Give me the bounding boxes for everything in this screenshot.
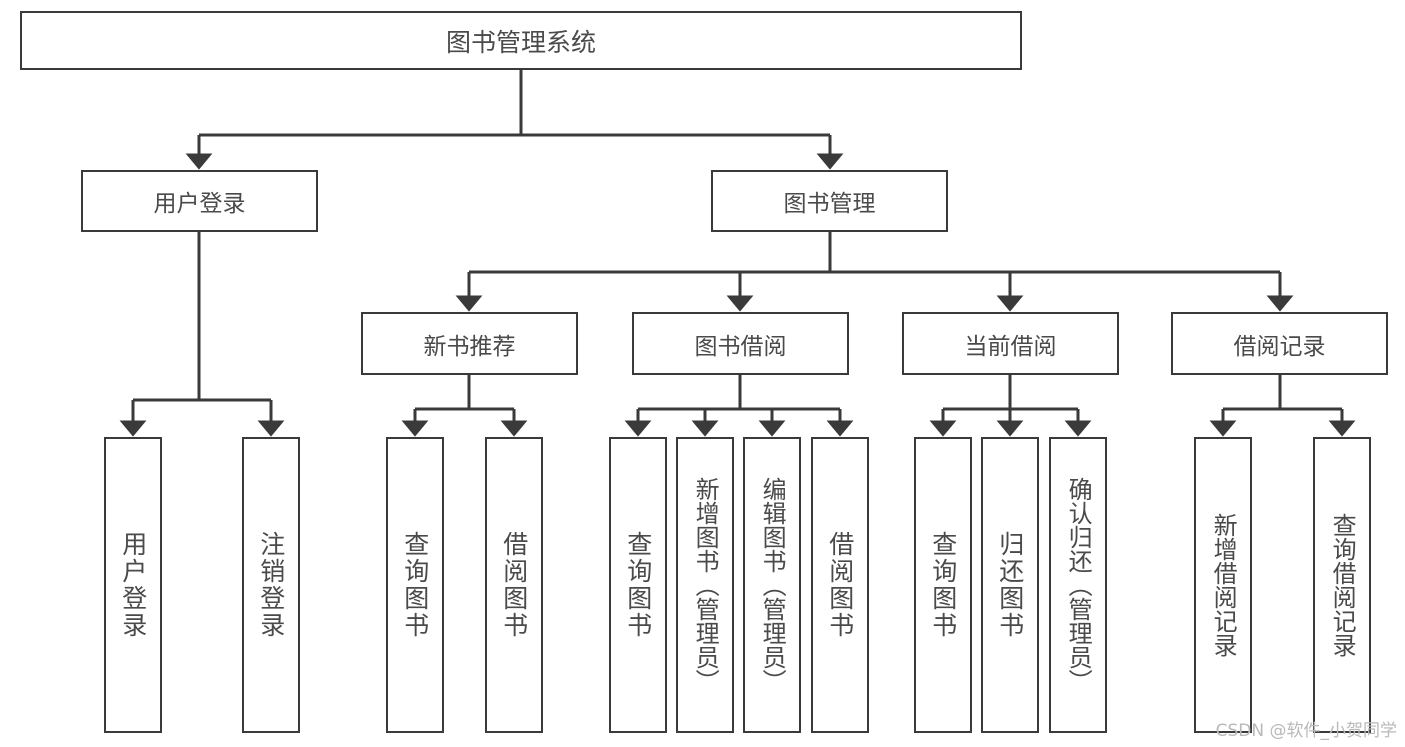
leaf-user-login[interactable]: 用户登录 (104, 437, 162, 733)
leaf-add-borrow-record[interactable]: 新增借阅记录 (1194, 437, 1252, 733)
leaf-label: 注销登录 (256, 531, 286, 639)
leaf-label: 查询图书 (400, 531, 430, 639)
leaf-query-book-new[interactable]: 查询图书 (386, 437, 444, 733)
leaf-label: 编辑图书（管理员） (758, 477, 787, 693)
node-label: 新书推荐 (423, 333, 516, 360)
leaf-label: 查询图书 (928, 531, 958, 639)
node-current-borrow[interactable]: 当前借阅 (902, 312, 1119, 375)
node-label: 图书管理 (783, 191, 876, 217)
node-label: 图书借阅 (694, 333, 787, 360)
leaf-label: 借阅图书 (499, 531, 529, 639)
node-user-login[interactable]: 用户登录 (81, 170, 318, 232)
leaf-label: 新增借阅记录 (1209, 513, 1238, 657)
leaf-label: 新增图书（管理员） (691, 477, 720, 693)
leaf-confirm-return-admin[interactable]: 确认归还（管理员） (1049, 437, 1107, 733)
leaf-label: 用户登录 (118, 531, 148, 639)
leaf-label: 借阅图书 (825, 531, 855, 639)
node-new-book-recommend[interactable]: 新书推荐 (361, 312, 578, 375)
leaf-query-borrow-record[interactable]: 查询借阅记录 (1313, 437, 1371, 733)
leaf-borrow-book[interactable]: 借阅图书 (811, 437, 869, 733)
node-label: 借阅记录 (1233, 333, 1326, 360)
watermark-text: CSDN @软件_小贺同学 (1215, 721, 1397, 741)
node-borrow-record[interactable]: 借阅记录 (1171, 312, 1388, 375)
leaf-label: 查询图书 (623, 531, 653, 639)
node-label: 图书管理系统 (445, 27, 596, 57)
node-label: 用户登录 (153, 191, 246, 217)
node-book-borrow[interactable]: 图书借阅 (632, 312, 849, 375)
node-root-system[interactable]: 图书管理系统 (20, 11, 1022, 70)
leaf-label: 查询借阅记录 (1328, 513, 1357, 657)
leaf-query-book-borrow[interactable]: 查询图书 (609, 437, 667, 733)
leaf-query-book-current[interactable]: 查询图书 (914, 437, 972, 733)
leaf-return-book[interactable]: 归还图书 (981, 437, 1039, 733)
leaf-add-book-admin[interactable]: 新增图书（管理员） (676, 437, 734, 733)
leaf-edit-book-admin[interactable]: 编辑图书（管理员） (743, 437, 801, 733)
leaf-logout[interactable]: 注销登录 (242, 437, 300, 733)
node-label: 当前借阅 (964, 333, 1057, 360)
node-book-management[interactable]: 图书管理 (711, 170, 948, 232)
leaf-borrow-book-new[interactable]: 借阅图书 (485, 437, 543, 733)
leaf-label: 确认归还（管理员） (1064, 477, 1093, 693)
leaf-label: 归还图书 (995, 531, 1025, 639)
